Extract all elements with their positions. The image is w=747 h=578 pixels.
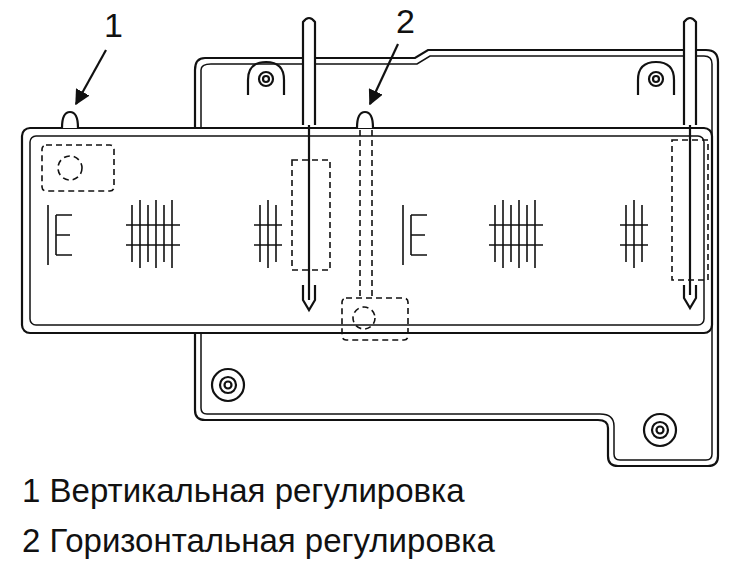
leader-arrow	[76, 50, 106, 104]
vertical-adjuster	[62, 112, 78, 128]
caption-line: 1 Вертикальная регулировка	[22, 474, 465, 507]
horizontal-adjuster	[357, 112, 373, 128]
caption-line: 2 Горизонтальная регулировка	[22, 524, 495, 557]
leader-arrow	[370, 44, 398, 104]
adjuster-rod	[303, 18, 696, 310]
lamp-housing	[22, 128, 712, 333]
callout-number: 1	[104, 8, 123, 42]
lamp-lens	[30, 136, 704, 325]
callout-number: 2	[396, 4, 415, 38]
lens-pattern	[48, 200, 648, 268]
